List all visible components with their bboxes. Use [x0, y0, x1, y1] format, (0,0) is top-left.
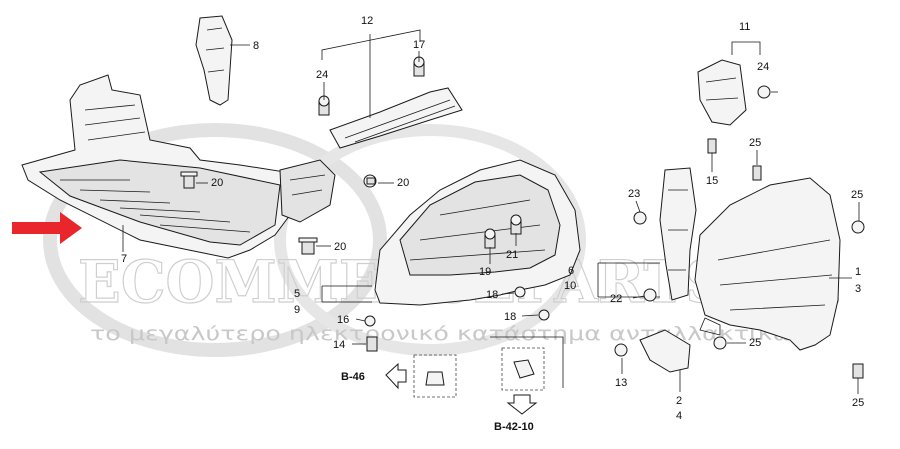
callout-7: 7: [121, 253, 127, 265]
callout-25d: 25: [852, 397, 864, 409]
part-12-strip: [321, 29, 463, 149]
callout-1: 1: [855, 266, 861, 278]
callout-17: 17: [413, 39, 425, 51]
callout-18b: 18: [504, 311, 516, 323]
callout-22: 22: [610, 293, 622, 305]
callout-2: 2: [676, 395, 682, 407]
callout-15: 15: [706, 175, 718, 187]
callout-20b: 20: [397, 177, 409, 189]
part-6-bracket: [597, 167, 697, 301]
ref-b46[interactable]: B-46: [341, 371, 365, 383]
callout-5: 5: [294, 288, 300, 300]
callout-20c: 20: [334, 241, 346, 253]
reference-boxes: [385, 336, 564, 415]
callout-23: 23: [628, 188, 640, 200]
callout-12: 12: [361, 15, 373, 27]
leader-lines: [122, 51, 860, 394]
callout-16: 16: [337, 314, 349, 326]
arrow-down-icon: [506, 394, 538, 415]
callout-25b: 25: [851, 189, 863, 201]
callout-21: 21: [506, 249, 518, 261]
part-2-bracket: [639, 329, 691, 373]
ref-b42-10[interactable]: B-42-10: [494, 421, 534, 433]
callout-9: 9: [294, 304, 300, 316]
watermark-tagline: το μεγαλύτερο ηλεκτρονικό κατάστημα αντα…: [90, 323, 808, 345]
callout-14: 14: [333, 339, 345, 351]
callout-18a: 18: [486, 289, 498, 301]
callout-25c: 25: [749, 337, 761, 349]
arrow-left-icon: [385, 362, 407, 390]
callout-19: 19: [479, 266, 491, 278]
callout-8: 8: [253, 40, 259, 52]
part-1-fender: [694, 177, 841, 351]
callout-10: 10: [564, 280, 576, 292]
callout-24b: 24: [757, 61, 769, 73]
callout-labels: 8 12 17 24 20 20 20 7 11 24 25 15 23 25 …: [121, 15, 864, 422]
callout-25a: 25: [749, 137, 761, 149]
callout-20a: 20: [211, 177, 223, 189]
part-5-fender-liner: [321, 159, 581, 306]
part-8-bracket: [195, 15, 250, 106]
callout-3: 3: [855, 283, 861, 295]
part-11-bracket: [697, 41, 761, 126]
callout-13: 13: [615, 377, 627, 389]
red-arrow: [12, 212, 82, 244]
callout-4: 4: [676, 410, 682, 422]
callout-6: 6: [568, 265, 574, 277]
callout-24a: 24: [316, 69, 328, 81]
part-7-under-cover: [21, 74, 336, 259]
callout-11: 11: [739, 21, 750, 33]
